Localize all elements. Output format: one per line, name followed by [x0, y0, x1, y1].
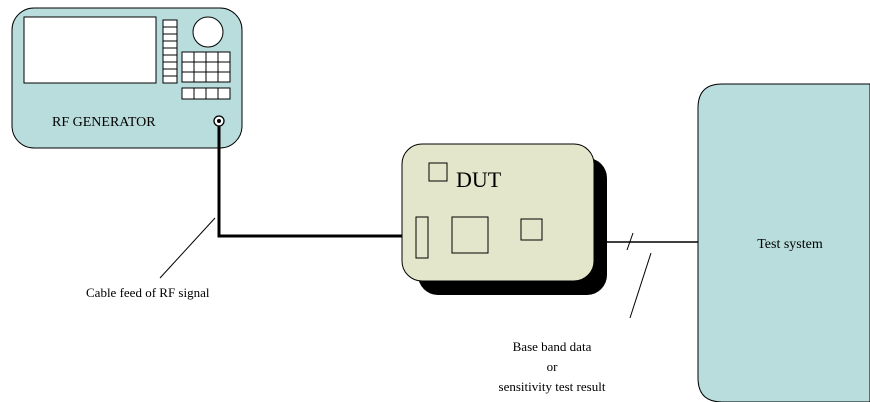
dut: DUT: [401, 143, 607, 295]
dut-label: DUT: [456, 167, 502, 192]
cable-feed-label: Cable feed of RF signal: [86, 285, 210, 300]
generator-screen: [23, 16, 157, 84]
dut-body: [401, 143, 595, 282]
baseband-label-line1: Base band data: [513, 339, 592, 354]
dut-slot-component: [415, 216, 429, 259]
rf-output-connector-pin: [217, 119, 221, 123]
baseband-leader-line: [629, 252, 652, 319]
baseband-label-line2: or: [547, 359, 559, 374]
rf-cable: [217, 126, 402, 238]
bus-slash-mark: [626, 232, 634, 251]
rf-generator-label: RF GENERATOR: [52, 115, 156, 130]
generator-knob: [192, 16, 224, 48]
generator-softkeys: [162, 19, 178, 84]
dut-chip-small: [520, 218, 543, 241]
cable-feed-leader-line: [159, 217, 216, 279]
baseband-label-line3: sensitivity test result: [499, 379, 606, 394]
test-system-label: Test system: [757, 237, 823, 252]
dut-chip-large: [451, 216, 489, 254]
rf-generator: RF GENERATOR: [11, 7, 243, 149]
dut-indicator-square: [428, 162, 448, 182]
generator-keypad: [181, 51, 231, 100]
